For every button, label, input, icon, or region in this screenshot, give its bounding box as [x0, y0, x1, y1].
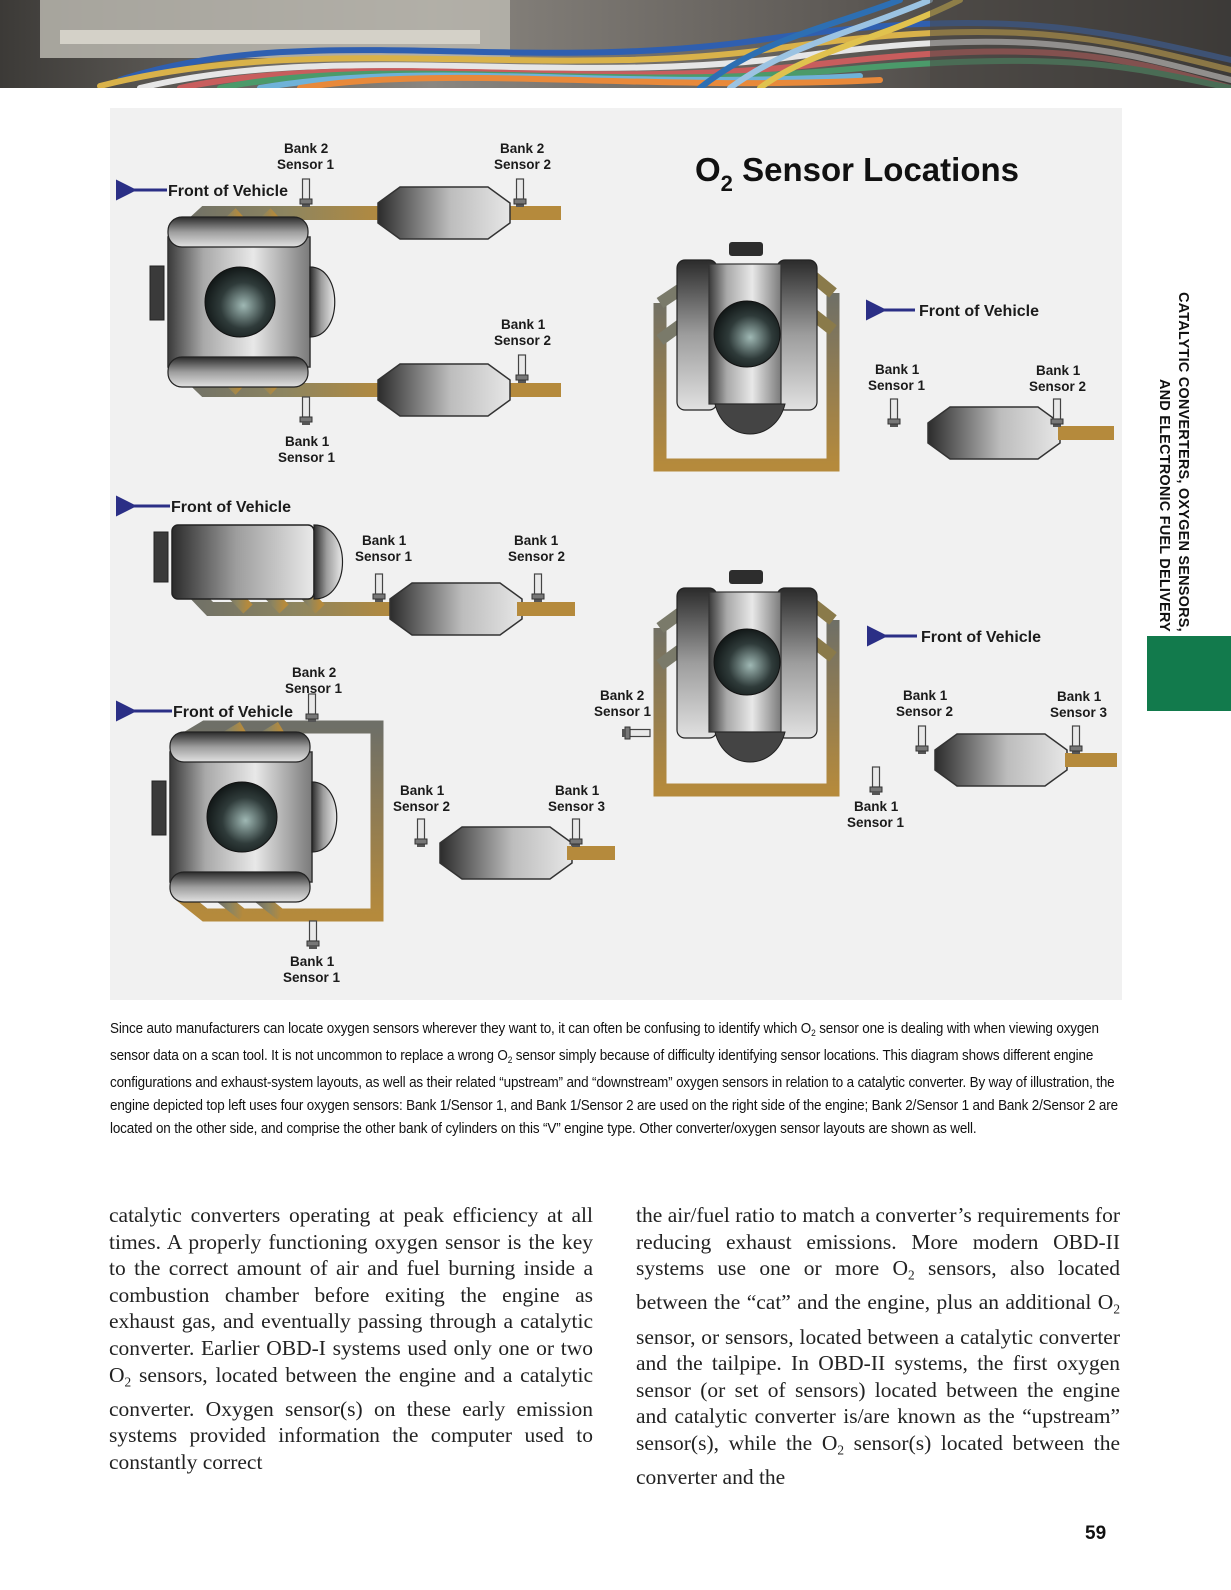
label-bank1: Bank 1	[501, 317, 546, 332]
label-sensor1: Sensor 1	[594, 704, 652, 719]
label-sensor1: Sensor 1	[278, 450, 336, 465]
label-bank2: Bank 2	[500, 141, 544, 156]
label-sensor1: Sensor 1	[283, 970, 341, 985]
sensor-b1s1	[306, 920, 320, 950]
body-column-right: the air/fuel ratio to match a converter’…	[636, 1203, 1121, 1490]
label-sensor1: Sensor 1	[285, 681, 343, 696]
header-photo	[0, 0, 1231, 88]
label-bank2: Bank 2	[284, 141, 328, 156]
sensor-b1s1	[299, 396, 313, 426]
label-bank2: Bank 2	[292, 665, 336, 680]
label-bank1: Bank 1	[362, 533, 407, 548]
page-number: 59	[1085, 1523, 1107, 1544]
sensor-b1s3	[569, 818, 583, 848]
sensor-b1s1	[869, 766, 883, 796]
figure-caption: Since auto manufacturers can locate oxyg…	[110, 1021, 1118, 1138]
sensor-b1s2	[515, 354, 529, 384]
label-bank2: Bank 2	[600, 688, 644, 703]
front-of-vehicle-label: Front of Vehicle	[919, 303, 1039, 320]
label-bank1: Bank 1	[903, 688, 948, 703]
sensor-b1s2	[915, 725, 929, 755]
label-sensor1: Sensor 1	[355, 549, 413, 564]
sensor-b1s1	[887, 398, 901, 428]
transverse-engine-single-cat: Front of Vehicle Bank 1 Sensor 1 Bank 1 …	[653, 241, 1114, 472]
label-bank1: Bank 1	[1036, 363, 1081, 378]
label-bank1: Bank 1	[875, 362, 920, 377]
label-sensor3: Sensor 3	[548, 799, 606, 814]
sensor-b1s2	[531, 573, 545, 603]
transverse-engine-three-sensors: Front of Vehicle Bank 2 Sensor 1 Bank 1 …	[594, 569, 1117, 830]
label-sensor1: Sensor 1	[868, 378, 926, 393]
sensor-b1s3	[1069, 725, 1083, 755]
label-bank1: Bank 1	[285, 434, 330, 449]
label-bank1: Bank 1	[1057, 689, 1102, 704]
v-engine-dual-exhaust: Front of Vehicle Bank 2 Sensor 1 Bank 2 …	[115, 141, 561, 465]
sensor-b1s1	[372, 573, 386, 603]
label-sensor2: Sensor 2	[393, 799, 450, 814]
v-engine-y-pipe: Front of Vehicle Bank 2 Sensor 1 Bank 1 …	[115, 665, 615, 985]
sensor-b2s1	[299, 178, 313, 208]
label-bank1: Bank 1	[555, 783, 600, 798]
label-sensor2: Sensor 2	[1029, 379, 1086, 394]
front-of-vehicle-label: Front of Vehicle	[171, 499, 291, 516]
front-of-vehicle-label: Front of Vehicle	[173, 704, 293, 721]
label-sensor1: Sensor 1	[847, 815, 905, 830]
label-bank1: Bank 1	[290, 954, 335, 969]
label-sensor2: Sensor 2	[896, 704, 953, 719]
label-bank1: Bank 1	[854, 799, 899, 814]
label-bank1: Bank 1	[514, 533, 559, 548]
inline-engine-single-cat: Front of Vehicle Bank 1 Sensor 1 Bank 1 …	[115, 495, 575, 636]
label-sensor1: Sensor 1	[277, 157, 335, 172]
sensor-b1s2	[414, 818, 428, 848]
sensor-b2s2	[513, 178, 527, 208]
label-sensor2: Sensor 2	[508, 549, 565, 564]
front-of-vehicle-label: Front of Vehicle	[921, 629, 1041, 646]
sensor-b2s1	[305, 693, 319, 723]
label-bank1: Bank 1	[400, 783, 445, 798]
diagram-title: O2 Sensor Locations	[695, 151, 1019, 196]
body-column-left: catalytic converters operating at peak e…	[109, 1203, 593, 1474]
chapter-tab-marker	[1147, 636, 1231, 711]
label-sensor2: Sensor 2	[494, 157, 551, 172]
sensor-b1s2	[1050, 398, 1064, 428]
label-sensor2: Sensor 2	[494, 333, 551, 348]
side-running-title: CATALYTIC CONVERTERS, OXYGEN SENSORS,AND…	[1156, 292, 1191, 632]
front-of-vehicle-label: Front of Vehicle	[168, 183, 288, 200]
label-sensor3: Sensor 3	[1050, 705, 1108, 720]
